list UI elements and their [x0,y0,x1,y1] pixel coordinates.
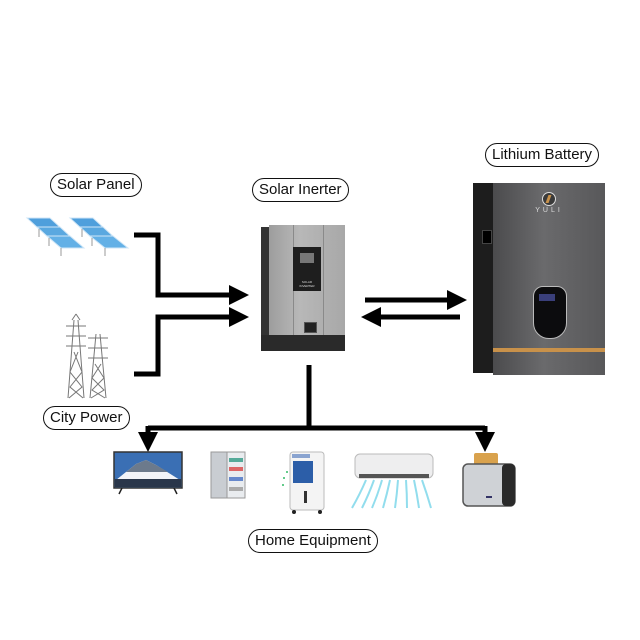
solar-inverter-label: Solar Inerter [252,178,349,202]
toaster-icon [462,453,516,507]
air-cooler-icon [282,451,325,514]
city-power-label: City Power [43,406,130,430]
battery-stripe [493,348,605,352]
power-tower-icon [66,313,108,399]
battery-brand: YULI [535,207,563,214]
city-to-inverter-arrow [134,307,249,377]
inverter-base [261,335,345,351]
lithium-battery-device: YULI [473,183,605,375]
solar-to-inverter-arrow [134,232,249,305]
battery-logo-icon [542,192,556,206]
television-icon [113,451,183,495]
refrigerator-icon [210,451,246,499]
battery-display [533,286,567,339]
inverter-display: SOLAR INVERTER [293,247,321,291]
solar-panel-label: Solar Panel [50,173,142,197]
inverter-switch [304,322,317,333]
battery-side [473,183,493,373]
lithium-battery-label: Lithium Battery [485,143,600,167]
inverter-side [261,227,269,335]
inverter-panel-text: SOLAR INVERTER [299,280,315,288]
battery-front: YULI [493,183,605,375]
air-conditioner-icon [351,453,434,509]
home-equipment-label: Home Equipment [248,529,378,553]
solar-inverter-device: SOLAR INVERTER [261,225,345,353]
solar-panel-icon [25,217,130,256]
inverter-front: SOLAR INVERTER [269,225,345,335]
